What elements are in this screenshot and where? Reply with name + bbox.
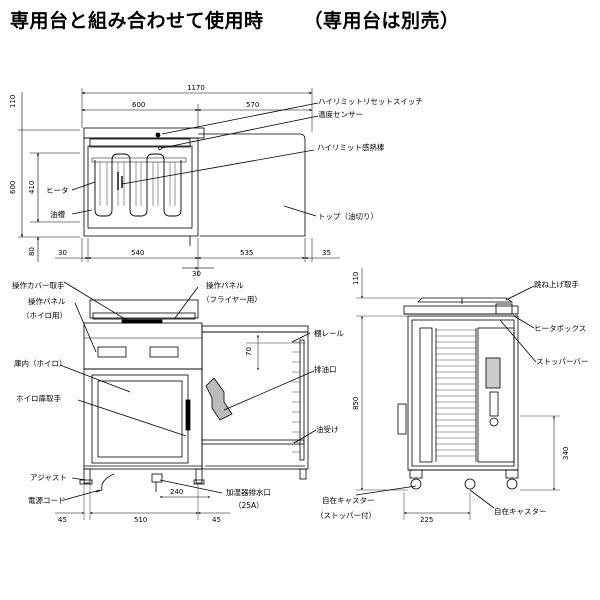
dim-front-80: 80 (28, 247, 36, 256)
label-oil-receiver: 油受け (316, 424, 339, 434)
label-stopper-bar: ストッパーバー (536, 357, 588, 366)
label-lift-handle: 跳ね上げ取手 (534, 279, 579, 289)
side-view (355, 268, 560, 520)
label-shelf-rail: 棚レール (314, 328, 344, 338)
side-view-text: 110 850 340 225 跳ね上げ取手 ヒータボックス ストッパーバー 自… (316, 272, 588, 524)
dim-back-110: 110 (9, 95, 17, 108)
dim-panel-70: 70 (245, 347, 253, 356)
dim-gap-30: 30 (192, 270, 201, 278)
dim-depth-600: 600 (9, 181, 17, 194)
dim-handle-110: 110 (352, 272, 360, 285)
label-heater: ヒータ (46, 186, 69, 195)
label-cabinet-interior: 庫内（ホイロ） (14, 358, 67, 368)
label-hoiro-door-handle: ホイロ扉取手 (16, 393, 61, 403)
dim-left-30: 30 (58, 249, 67, 257)
page-heading: 専用台と組み合わせて使用時 （専用台は別売） (10, 6, 595, 36)
dim-height-850: 850 (352, 397, 360, 410)
label-control-panel-hoiro-sub: （ホイロ用） (22, 311, 67, 320)
label-control-panel-fryer-sub: （フライヤー用） (202, 295, 262, 304)
dim-box-340: 340 (562, 447, 570, 460)
label-control-panel-fryer: 操作パネル (206, 280, 244, 290)
dim-left-45: 45 (58, 516, 67, 524)
label-humidifier-drain: 加湿器排水口 (226, 487, 271, 497)
label-power-cord: 電源コード (28, 496, 66, 505)
label-oil-tank: 油槽 (50, 209, 65, 219)
label-control-cover-handle: 操作カバー取手 (12, 280, 65, 290)
label-caster: 自在キャスター (494, 506, 547, 516)
label-drain-outlet: 排油口 (314, 364, 337, 374)
label-high-limit-reset-switch: ハイリミットリセットスイッチ (318, 97, 423, 106)
label-heater-box: ヒータボックス (534, 324, 586, 333)
label-caster-with-stopper: 自在キャスター (322, 495, 375, 505)
dim-drain-240: 240 (170, 488, 183, 496)
dim-tank-410: 410 (28, 181, 36, 194)
label-top-oil-cut: トップ（油切り） (318, 211, 378, 221)
heading-main: 専用台と組み合わせて使用時 (10, 10, 264, 32)
dim-top-width: 570 (246, 101, 259, 109)
dim-caster-225: 225 (420, 516, 433, 524)
label-adjuster: アジャスト (30, 473, 67, 482)
top-view (18, 88, 340, 276)
dim-right-45: 45 (212, 516, 221, 524)
dim-body-540: 540 (131, 249, 144, 257)
top-view-dims: 1170 600 570 110 600 410 80 30 540 30 53… (9, 84, 423, 278)
front-view (55, 281, 317, 520)
heading-note: （専用台は別売） (303, 10, 460, 32)
label-control-panel-hoiro: 操作パネル (28, 296, 66, 306)
label-humidifier-drain-size: （25A） (234, 501, 264, 510)
dim-fryer-width: 600 (132, 101, 145, 109)
dim-right-35: 35 (322, 249, 331, 257)
front-view-text: 70 240 45 510 45 操作カバー取手 操作パネル （ホイロ用） 操作… (12, 280, 344, 524)
dim-top-535: 535 (240, 249, 253, 257)
dim-total-width: 1170 (187, 84, 205, 92)
label-caster-with-stopper-sub: （ストッパー付） (316, 510, 376, 520)
label-high-limit-sensor-rod: ハイリミット感熱棒 (317, 142, 385, 152)
dim-width-510: 510 (134, 516, 147, 524)
label-temperature-sensor: 温度センサー (318, 109, 363, 119)
